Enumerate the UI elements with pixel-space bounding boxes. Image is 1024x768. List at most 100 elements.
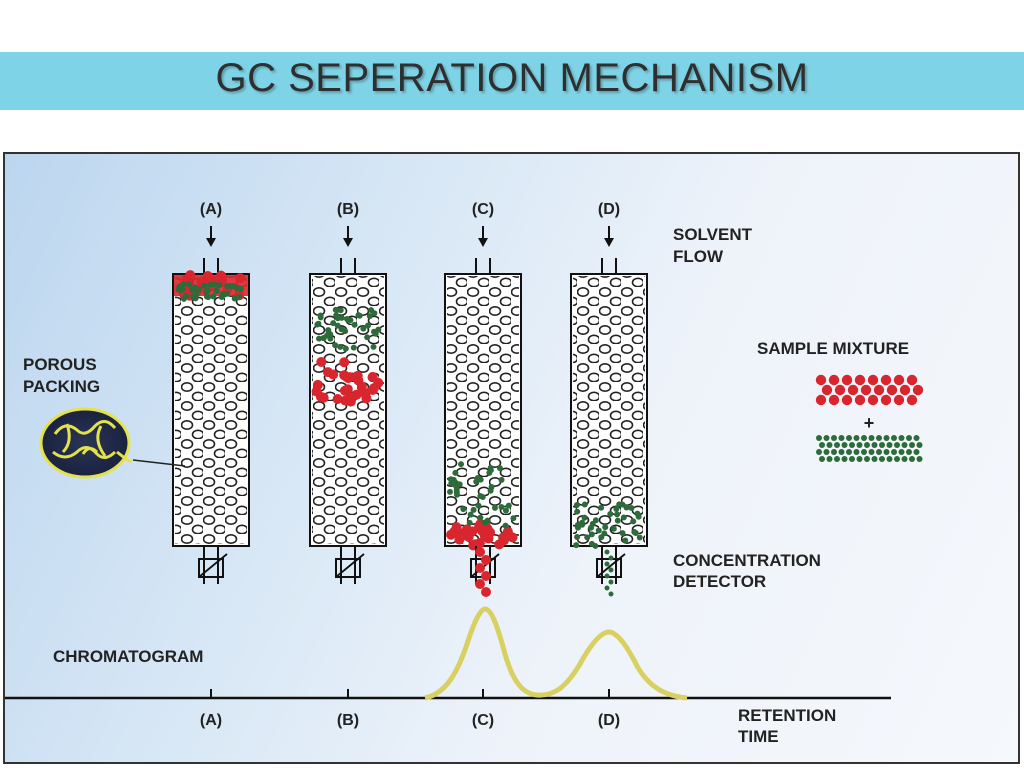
mixture-green-dot: [816, 449, 822, 455]
mixture-red-dot: [873, 384, 885, 396]
mixture-green-dot: [853, 435, 860, 441]
mixture-red-dot: [906, 394, 918, 406]
plus-sign: +: [864, 413, 875, 433]
green-dot: [350, 344, 357, 351]
detector-needle-c: [470, 553, 500, 578]
eluting-green-dot: [608, 579, 614, 585]
green-dot: [337, 307, 344, 314]
green-dot: [574, 534, 581, 541]
eluting-red-dot: [481, 571, 491, 581]
green-dot: [620, 514, 627, 521]
mixture-green-dot: [871, 442, 878, 448]
mixture-red-dot: [867, 374, 879, 386]
green-dot: [227, 283, 234, 290]
green-dot: [636, 534, 643, 541]
red-dot: [312, 379, 323, 390]
green-dot: [454, 481, 461, 488]
green-dot: [477, 493, 484, 500]
green-dot: [486, 469, 493, 476]
green-dot: [635, 513, 642, 520]
mixture-green-dot: [838, 435, 845, 441]
green-dot: [460, 506, 467, 513]
mixture-green-dot: [831, 435, 837, 441]
mixture-green-dot: [864, 442, 870, 448]
green-dot: [502, 507, 509, 514]
sample-mixture-label: SAMPLE MIXTURE: [757, 339, 909, 358]
green-dot: [332, 342, 339, 349]
green-dot: [364, 334, 371, 341]
green-dot: [213, 288, 220, 295]
red-dot: [461, 530, 472, 541]
green-dot: [598, 534, 605, 541]
green-dot: [498, 503, 505, 510]
red-dot: [345, 396, 356, 407]
mixture-red-dot: [834, 384, 846, 396]
green-dot: [631, 528, 638, 535]
mixture-green-dot: [846, 449, 852, 455]
mixture-green-dot: [894, 456, 900, 462]
mixture-green-dot: [838, 449, 845, 455]
porous-label-2: PACKING: [23, 377, 100, 396]
mixture-green-dot: [831, 449, 837, 455]
green-dot: [487, 487, 494, 494]
green-dot: [372, 330, 379, 337]
green-dot: [475, 502, 482, 509]
green-dot: [502, 522, 509, 529]
green-dot: [584, 534, 591, 541]
green-dot: [467, 511, 474, 518]
green-dot: [334, 322, 341, 329]
mixture-red-dot: [854, 394, 866, 406]
mixture-green-dot: [861, 435, 867, 441]
mixture-green-dot: [876, 435, 882, 441]
column-c-label: (C): [472, 201, 494, 218]
eluting-green-dot: [604, 561, 610, 567]
green-dot: [180, 281, 187, 288]
green-dot: [602, 524, 609, 531]
retention-time-label-2: TIME: [738, 727, 779, 746]
mixture-green-dot: [834, 456, 840, 462]
columns-layer: [172, 226, 648, 597]
green-dot: [317, 314, 324, 321]
green-dot: [450, 476, 457, 483]
porous-label-1: POROUS: [23, 355, 97, 374]
green-dot: [183, 292, 190, 299]
column-a: [172, 226, 250, 584]
gc-diagram: (A) (B) (C) (D) SOLVENT FLOW SAMPLE MIXT…: [3, 152, 1020, 764]
mixture-red-dot: [893, 374, 905, 386]
green-dot: [218, 294, 225, 301]
red-dot: [498, 532, 509, 543]
sample-mixture-red-dots: [815, 374, 924, 406]
green-dot: [327, 331, 334, 338]
mixture-green-dot: [901, 456, 908, 462]
detector-needle-d: [596, 553, 626, 578]
column-c: [444, 226, 522, 597]
mixture-green-dot: [879, 442, 885, 448]
red-dot: [316, 356, 327, 367]
red-dot: [318, 392, 329, 403]
flow-arrowhead-a: [206, 238, 216, 247]
mixture-red-dot: [847, 384, 859, 396]
green-dot: [581, 501, 588, 508]
detector-label-2: DETECTOR: [673, 572, 766, 591]
eluting-green-dot: [604, 549, 610, 555]
green-dot: [573, 501, 580, 508]
diagram-canvas: (A) (B) (C) (D) SOLVENT FLOW SAMPLE MIXT…: [5, 201, 924, 746]
column-b-label: (B): [337, 201, 359, 218]
red-dot: [446, 529, 457, 540]
green-dot: [581, 514, 588, 521]
red-dot: [352, 370, 363, 381]
mixture-red-dot: [880, 394, 892, 406]
retention-time-label-1: RETENTION: [738, 706, 836, 725]
mixture-red-dot: [860, 384, 872, 396]
sample-mixture-green-dots: [816, 435, 923, 462]
mixture-red-dot: [899, 384, 911, 396]
mixture-green-dot: [819, 442, 825, 448]
mixture-green-dot: [916, 456, 923, 462]
mixture-green-dot: [856, 456, 863, 462]
red-dot: [359, 387, 370, 398]
mixture-green-dot: [826, 456, 833, 462]
red-dot: [322, 367, 333, 378]
green-dot: [370, 343, 377, 350]
column-a-label: (A): [200, 201, 222, 218]
green-dot: [207, 281, 214, 288]
